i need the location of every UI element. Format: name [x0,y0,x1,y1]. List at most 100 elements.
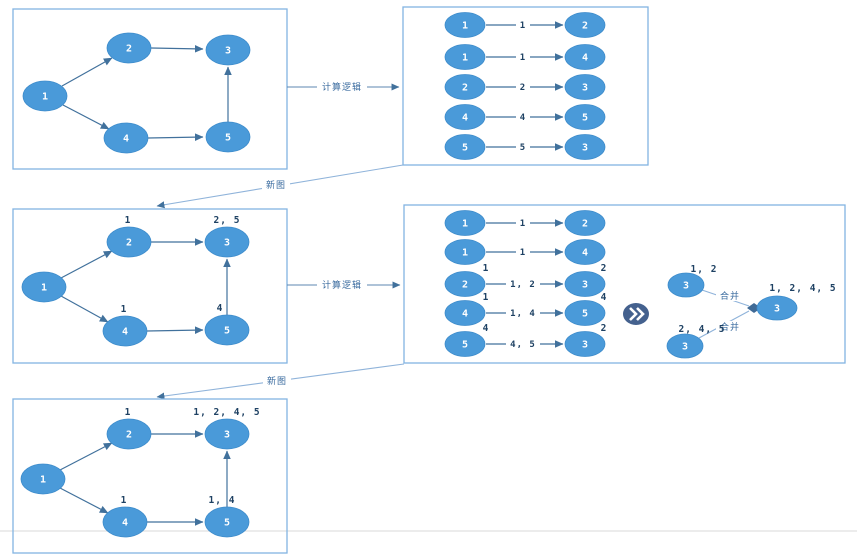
node-label: 1 [40,475,46,486]
node-label: 4 [462,113,468,124]
node-label: 4 [122,327,128,338]
node-label: 4 [582,248,588,259]
edge-row-to-node [564,271,606,297]
node-label: 3 [225,46,231,57]
node-label: 3 [224,238,230,249]
edge-4-5 [147,133,204,141]
node-1 [21,271,67,303]
node-value: 1 [483,292,490,303]
node-value: 2, 4, 5 [678,324,725,335]
edge-1-2 [60,250,113,279]
node-label: 5 [462,340,468,351]
node-1 [20,463,66,495]
edge-row-label: 1, 4 [510,309,536,319]
label-backing [516,51,530,62]
edge-row-from-node [444,271,486,297]
node-value: 1 [483,263,490,274]
node-label: 2 [582,219,588,230]
node-value: 1, 4 [209,495,236,506]
edge-row-from-node [444,134,486,160]
node-value: 2, 5 [214,215,241,226]
connector-label: 计算逻辑 [322,81,362,93]
graph-final: 1 2 1 3 1, 2, 4, 5 4 1 5 1, 4 [12,398,288,554]
edge-row-to-node [564,300,606,326]
label-backing [516,19,530,30]
edge-1-2 [61,57,113,87]
node-label: 2 [126,44,132,55]
node-label: 4 [462,309,468,320]
node-label: 3 [224,430,230,441]
node-label: 4 [123,134,129,145]
connector-new-graph-top: 新图 [156,164,404,209]
node-value: 1 [125,407,132,418]
node-value: 1, 2 [691,264,718,275]
merge-section: 合并 合并 3 1, 2 3 2, 4, 5 3 1, 2, 4, 5 [666,264,836,359]
edge-1-4 [59,487,109,514]
node-4 [103,122,149,154]
node-value: 1, 2, 4, 5 [769,283,836,294]
connector-compute-logic-middle: 计算逻辑 [287,278,401,291]
node-label: 3 [582,143,588,154]
node-label: 2 [126,238,132,249]
node-label: 3 [683,281,689,292]
node-label: 3 [582,83,588,94]
merge-input-node-1 [667,272,705,298]
node-label: 3 [582,280,588,291]
graph-initial-border [12,8,288,170]
node-value: 2 [601,323,608,334]
node-label: 4 [582,53,588,64]
node-label: 5 [224,518,230,529]
fast-forward-icon [623,303,649,325]
edge-row-from-node [444,210,486,236]
label-backing [516,217,530,228]
connector-new-graph-bottom: 新图 [156,363,405,400]
label-backing [516,141,530,152]
graph-final-border [12,398,288,554]
edge-list-middle-border [403,204,846,364]
edge-4-5 [146,326,204,334]
label-backing [716,321,744,332]
edge-row-from-node [444,12,486,38]
node-2 [106,32,152,64]
node-1 [22,80,68,112]
node-label: 5 [225,133,231,144]
merge-output-node [756,295,798,321]
node-value: 4 [601,292,608,303]
node-value: 1 [121,495,128,506]
edge-row-label: 4 [520,113,526,123]
merge-input-node-2 [666,333,704,359]
label-backing [506,338,540,349]
node-3 [205,34,251,66]
node-value: 2 [601,263,608,274]
node-value: 1 [125,215,132,226]
edge-row-to-node [564,12,606,38]
node-label: 5 [224,326,230,337]
node-2 [106,418,152,450]
edge-row-to-node [564,74,606,100]
label-backing [263,375,291,387]
node-label: 1 [462,248,468,259]
edge-row-to-node [564,210,606,236]
edge-row-label: 1 [520,53,526,63]
node-label: 3 [682,342,688,353]
node-label: 1 [462,219,468,230]
node-5 [204,506,250,538]
node-value: 1 [121,304,128,315]
edge-row-to-node [564,104,606,130]
node-label: 1 [462,21,468,32]
node-label: 1 [41,283,47,294]
node-value: 1, 2, 4, 5 [193,407,260,418]
edge-list-top-border [402,6,649,166]
node-label: 1 [462,53,468,64]
node-value: 4 [217,303,224,314]
edge-row-from-node [444,104,486,130]
edge-row-label: 1, 2 [510,280,536,290]
node-4 [102,506,148,538]
label-backing [317,278,367,291]
node-label: 2 [462,83,468,94]
edge-row-to-node [564,44,606,70]
node-label: 1 [42,92,48,103]
edge-list-middle: 1 1 2 1 1 4 1, 2 2 1 3 2 1, 4 4 1 5 4 [403,204,846,364]
node-label: 5 [582,309,588,320]
